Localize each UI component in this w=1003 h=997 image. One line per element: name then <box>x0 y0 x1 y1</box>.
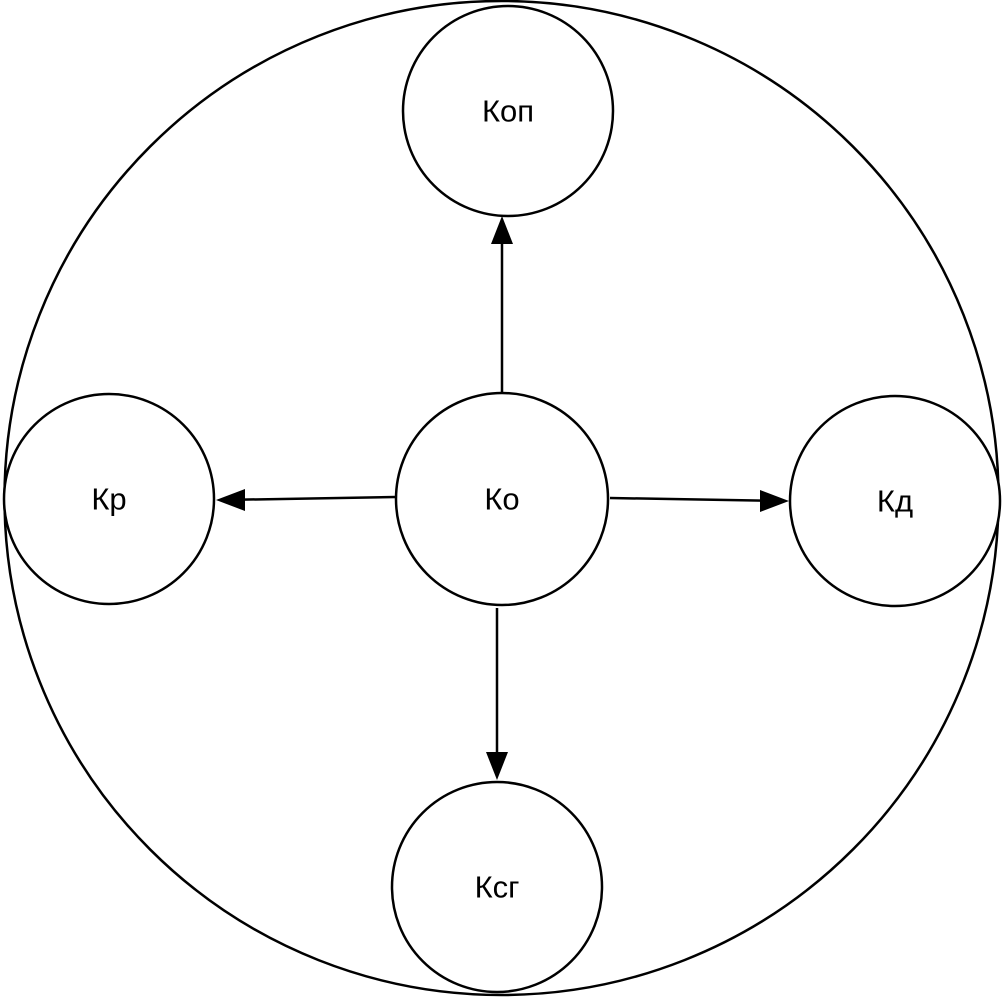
arrow-to-left-node <box>221 495 396 502</box>
node-top-label: Коп <box>482 94 534 129</box>
arrows <box>216 216 789 780</box>
arrowhead-right <box>760 490 789 512</box>
node-center-label: Ко <box>484 482 519 517</box>
node-left-label: Кр <box>91 482 126 517</box>
node-bottom: Ксг <box>390 780 604 994</box>
node-bottom-label: Ксг <box>475 870 520 905</box>
node-top-circle <box>401 4 615 218</box>
node-left: Кр <box>2 392 216 606</box>
node-right: Кд <box>788 394 1002 608</box>
node-right-label: Кд <box>877 484 913 519</box>
arrowhead-left <box>216 489 245 511</box>
node-left-circle <box>2 392 216 606</box>
node-top: Коп <box>401 4 615 218</box>
node-center-circle <box>394 391 610 607</box>
node-center: Ко <box>394 391 610 607</box>
arrowhead-top <box>491 216 513 244</box>
node-bottom-circle <box>390 780 604 994</box>
arrow-to-right-node <box>609 496 784 503</box>
node-right-circle <box>788 394 1002 608</box>
arrowhead-bottom <box>486 752 508 780</box>
